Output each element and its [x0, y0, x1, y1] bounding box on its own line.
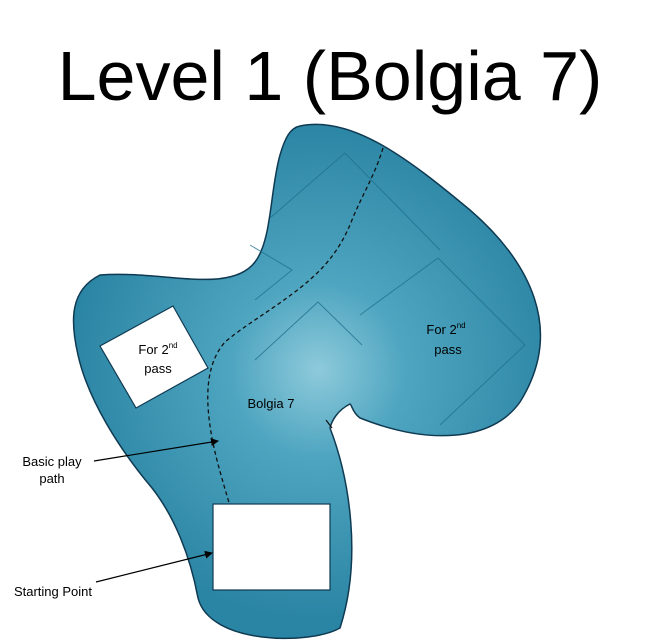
basic-play-path	[207, 147, 384, 556]
second-pass-right-line1: For 2	[426, 322, 456, 337]
svg-text:For 2nd: For 2nd	[426, 321, 465, 337]
starting-point-arrow	[95, 550, 213, 583]
second-pass-box-left	[99, 305, 209, 409]
basic-path-label-line1: Basic play	[22, 454, 82, 469]
starting-point-box	[212, 503, 331, 591]
basic-path-arrow	[93, 438, 219, 462]
second-pass-right-sup: nd	[457, 321, 466, 330]
guide-lines	[249, 152, 526, 426]
page-title: Level 1 (Bolgia 7)	[58, 37, 603, 115]
basic-path-label-line2: path	[39, 471, 64, 486]
second-pass-right-line2: pass	[434, 342, 462, 357]
second-pass-left-line1: For 2	[138, 342, 168, 357]
second-pass-left-line2: pass	[144, 361, 172, 376]
bolgia-label: Bolgia 7	[248, 396, 295, 411]
notch-tick	[325, 419, 333, 429]
second-pass-left-sup: nd	[169, 341, 178, 350]
svg-text:For 2nd: For 2nd	[138, 341, 177, 357]
bolgia-area	[72, 123, 542, 640]
starting-point-label: Starting Point	[14, 584, 92, 599]
